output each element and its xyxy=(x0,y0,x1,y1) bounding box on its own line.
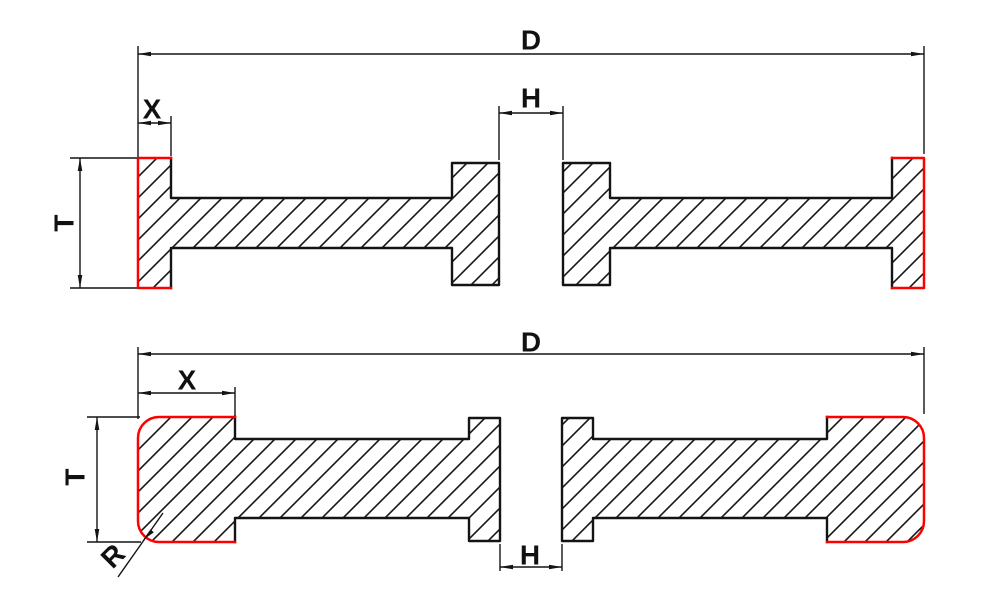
section-outline xyxy=(233,415,502,544)
section-hatch-fill xyxy=(563,158,924,288)
arrowhead-left xyxy=(138,120,151,126)
top-view: D X H T xyxy=(49,25,926,290)
dimension-T: T xyxy=(49,157,137,289)
arrowhead-right xyxy=(222,390,235,396)
dimension-label-H: H xyxy=(521,83,541,114)
dimension-label-D: D xyxy=(521,25,541,56)
arrowhead-up xyxy=(94,417,100,430)
dimension-label-R: R xyxy=(95,538,131,574)
arrowhead-right xyxy=(158,120,171,126)
dimension-H: H xyxy=(498,83,564,160)
bottom-view: D X H T xyxy=(60,327,926,578)
section-outline xyxy=(560,415,829,544)
machined-edge-highlight xyxy=(136,156,173,290)
arrowhead-right xyxy=(911,51,924,57)
arrowhead-down xyxy=(77,275,83,288)
dimension-label-X: X xyxy=(143,94,162,125)
dimension-label-X: X xyxy=(178,365,197,396)
dimension-X: X xyxy=(138,94,172,156)
dimension-D: D xyxy=(137,25,925,157)
machined-edge-highlight xyxy=(136,415,237,544)
dimension-label-D: D xyxy=(521,327,541,358)
arrowhead-right xyxy=(911,351,924,357)
arrowhead-down xyxy=(94,529,100,542)
arrowhead-left xyxy=(138,351,151,357)
dimension-X: X xyxy=(138,365,236,416)
arrowhead-up xyxy=(77,158,83,171)
top-left-section xyxy=(136,156,501,290)
machined-edge-highlight xyxy=(825,415,926,544)
arrowhead-left xyxy=(138,51,151,57)
arrowhead-left xyxy=(138,390,151,396)
dimension-T: T xyxy=(60,416,141,543)
machined-edge-highlight xyxy=(890,156,926,290)
arrowhead-left xyxy=(499,110,512,116)
dimension-label-T: T xyxy=(49,214,80,231)
dimension-label-T: T xyxy=(60,468,91,485)
dimension-D: D xyxy=(137,327,925,419)
bottom-right-section xyxy=(560,415,926,544)
section-hatch-fill xyxy=(138,417,500,542)
arrowhead-right xyxy=(549,564,562,570)
section-hatch-fill xyxy=(138,158,499,288)
section-outline xyxy=(561,156,894,290)
radius-leader-line xyxy=(117,512,164,578)
dimension-H: H xyxy=(499,540,563,571)
dimension-label-H: H xyxy=(520,540,540,571)
bottom-left-section xyxy=(136,415,502,544)
arrowhead-right xyxy=(550,110,563,116)
arrowhead-left xyxy=(500,564,513,570)
top-right-section xyxy=(561,156,926,290)
arrowhead-radius xyxy=(143,529,154,540)
section-outline xyxy=(169,156,501,290)
section-hatch-fill xyxy=(562,417,924,542)
